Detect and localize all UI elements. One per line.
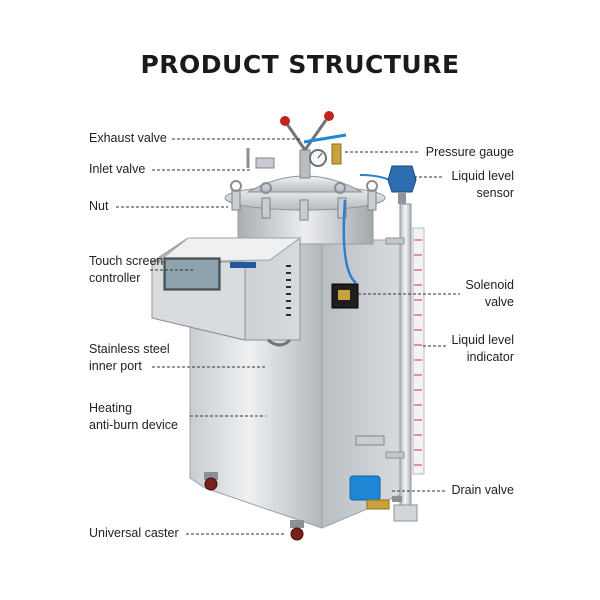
label-nut: Nut <box>89 199 109 213</box>
casters <box>204 472 402 541</box>
red-knob-right <box>324 111 334 121</box>
liquid-level-indicator <box>399 203 412 515</box>
label-touch-screen-controller: Touch screen controller <box>89 254 164 285</box>
label-liquid-level-indicator: Liquid level indicator <box>451 333 514 364</box>
label-inlet-valve: Inlet valve <box>89 162 146 176</box>
lid-nuts <box>231 189 377 221</box>
liquid-level-sensor-head <box>387 165 417 193</box>
label-universal-caster: Universal caster <box>89 526 179 540</box>
page-title: PRODUCT STRUCTURE <box>140 50 460 79</box>
label-solenoid-valve: Solenoid valve <box>465 278 514 309</box>
red-knob-left <box>280 116 290 126</box>
label-pressure-gauge: Pressure gauge <box>425 145 514 159</box>
label-drain-valve: Drain valve <box>451 483 514 497</box>
label-stainless-inner-port: Stainless steel inner port <box>89 342 170 373</box>
label-liquid-level-sensor: Liquid level sensor <box>451 169 514 200</box>
drain-valve-blue <box>349 475 381 501</box>
label-exhaust-valve: Exhaust valve <box>89 131 167 145</box>
label-heating-anti-burn: Heating anti-burn device <box>89 401 178 432</box>
